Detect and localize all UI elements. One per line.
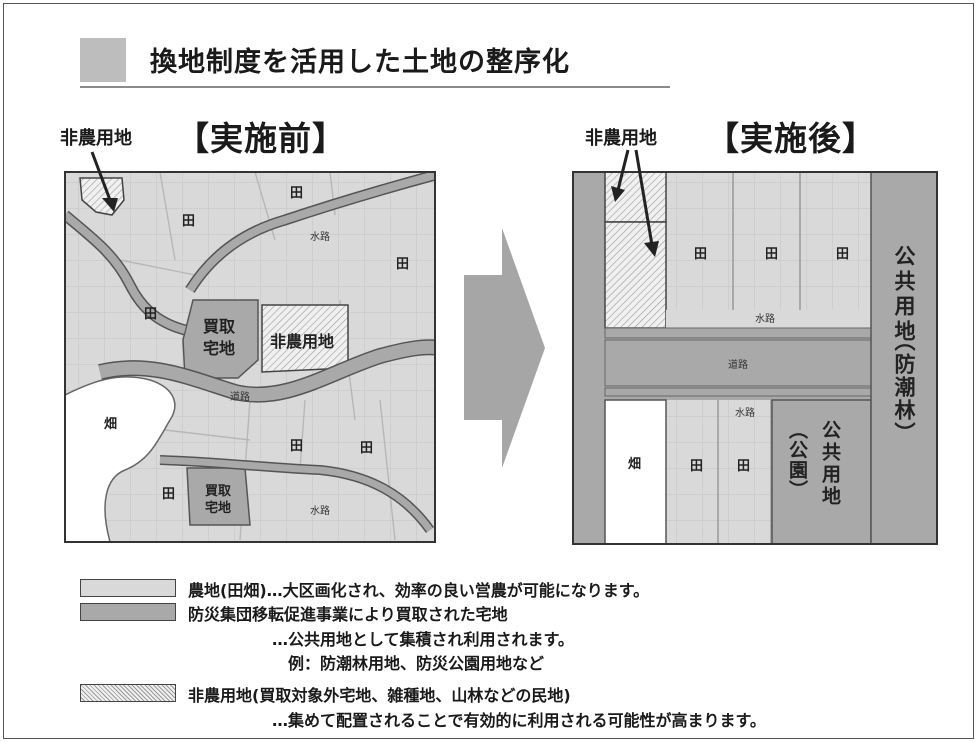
- after-nonfarm-2: [604, 221, 667, 329]
- page-title: 換地制度を活用した土地の整序化: [150, 47, 570, 78]
- before-label-purchased-1a: 買取: [203, 317, 235, 336]
- after-label-public-forest-b: （防潮林）: [892, 330, 916, 445]
- before-waterway-1: [65, 172, 435, 334]
- after-label-ta-2: 田: [765, 247, 778, 262]
- after-callout-arrowhead-2: [644, 241, 659, 257]
- before-label-nonfarm: 非農用地: [270, 332, 334, 351]
- slide-frame: [3, 3, 974, 739]
- before-label-ta-7: 田: [162, 487, 175, 502]
- after-label-road: 道路: [728, 358, 748, 371]
- title-marker: [80, 38, 126, 82]
- after-callout-arrowhead-1: [611, 186, 625, 202]
- before-label-water-1: 水路: [310, 230, 330, 243]
- before-heading: 【実施前】: [176, 119, 346, 158]
- after-label-ta-4: 田: [690, 459, 703, 474]
- after-label-public-forest-a: 公共用地: [892, 245, 916, 345]
- after-callout-arrow-line-2: [634, 149, 654, 246]
- after-callout-arrow-line-1: [616, 149, 630, 191]
- legend-swatch-farm: [80, 579, 176, 597]
- after-road: [604, 339, 872, 387]
- legend-swatch-nonfarm: [80, 684, 176, 702]
- before-label-ta-6: 田: [360, 441, 373, 456]
- before-label-ta-5: 田: [290, 439, 303, 454]
- before-callout-label: 非農用地: [60, 128, 132, 149]
- before-label-ta-4: 田: [144, 307, 157, 322]
- before-label-ta-3: 田: [396, 257, 409, 272]
- legend-nonfarm: 非農用地(買取対象外宅地、雑種地、山林などの民地): [188, 686, 571, 705]
- after-label-hata: 畑: [628, 457, 641, 472]
- after-label-public-park-b: （公園）: [786, 420, 808, 500]
- after-label-ta-1: 田: [694, 247, 707, 262]
- before-label-road: 道路: [230, 390, 250, 403]
- before-map-border: [64, 171, 436, 543]
- after-callout-label: 非農用地: [585, 128, 657, 149]
- before-label-ta-2: 田: [182, 214, 195, 229]
- title-underline: [80, 86, 670, 88]
- after-label-ta-5: 田: [737, 459, 750, 474]
- after-heading: 【実施後】: [706, 119, 876, 158]
- before-callout-arrow-line: [90, 151, 112, 201]
- after-farm-upper-grid: [666, 172, 871, 328]
- before-map: [65, 172, 435, 542]
- before-label-water-2: 水路: [310, 504, 330, 517]
- before-road: [98, 340, 435, 402]
- before-label-purchased-2a: 買取: [205, 484, 232, 499]
- before-waterway-2: [159, 456, 433, 533]
- after-map-border: [572, 171, 938, 545]
- after-hata-field: [604, 399, 667, 545]
- before-purchased-land-1: [182, 299, 259, 379]
- after-waterway-strip: [666, 310, 871, 328]
- legend-nonfarm-sub: …集めて配置されることで有効的に利用される可能性が高まります。: [272, 711, 766, 730]
- before-label-purchased-1b: 宅地: [203, 339, 235, 358]
- legend-purchased-sub2: 例：防潮林用地、防災公園用地など: [288, 654, 545, 673]
- legend-purchased-sub1: …公共用地として集積され利用されます。: [272, 630, 574, 649]
- before-label-ta-1: 田: [290, 186, 303, 201]
- after-public-forest: [870, 171, 938, 545]
- after-label-public-park-a: 公共用地: [819, 420, 841, 508]
- before-callout-arrowhead: [102, 198, 118, 212]
- legend-purchased: 防災集団移転促進事業により買取された宅地: [188, 605, 508, 624]
- after-road-edge-top: [604, 327, 872, 339]
- before-label-hata: 畑: [104, 417, 117, 432]
- after-public-park: [771, 399, 872, 545]
- before-label-purchased-2b: 宅地: [205, 500, 231, 516]
- after-label-water-1: 水路: [755, 312, 775, 325]
- before-hata-field: [65, 376, 176, 542]
- after-label-ta-3: 田: [836, 247, 849, 262]
- after-label-water-2: 水路: [735, 406, 755, 419]
- after-road-edge-bottom: [604, 387, 872, 397]
- legend-farm: 農地(田畑)…大区画化され、効率の良い営農が可能になります。: [188, 581, 650, 600]
- legend-swatch-purchased: [80, 603, 176, 621]
- after-map: [573, 171, 938, 545]
- transition-arrow: [464, 228, 545, 468]
